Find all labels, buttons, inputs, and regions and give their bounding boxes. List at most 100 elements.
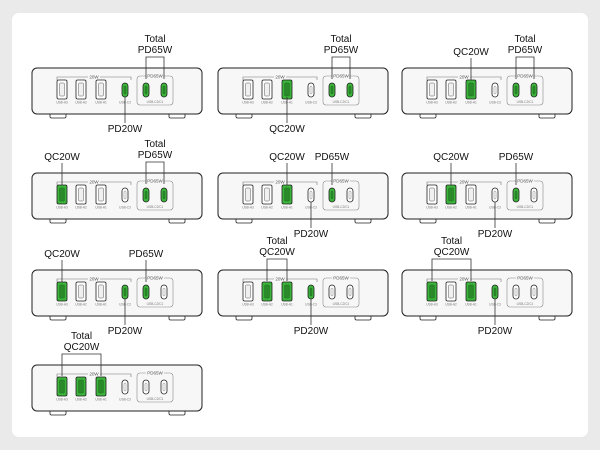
port-label-a1: USB-A1 — [95, 303, 107, 307]
label-pd65: PD65W — [129, 249, 164, 260]
usb-a-slot-a2 — [264, 82, 270, 97]
label-pd20-bottom: PD20W — [108, 326, 143, 337]
port-label-a2: USB-A2 — [261, 303, 273, 307]
label-pd20-bottom: PD20W — [478, 229, 513, 240]
usb-c-slot-c1 — [162, 85, 166, 95]
charger-body — [401, 172, 573, 220]
usb-c-slot-c3 — [309, 287, 313, 297]
label-qc20: QC20W — [44, 249, 80, 260]
group-label-pd65: PD65W — [333, 179, 349, 184]
usb-c-slot-c2 — [330, 190, 334, 200]
port-label-a2: USB-A2 — [445, 101, 457, 105]
port-label-a2: USB-A2 — [75, 101, 87, 105]
port-label-a3: USB-A3 — [56, 303, 68, 307]
usb-a-slot-a3 — [245, 284, 251, 299]
usb-a-slot-a3 — [59, 379, 65, 394]
diagram-card: 20WPD65WUSB-C2/C1USB-A3USB-A2USB-A1USB-C… — [12, 13, 588, 437]
usb-c-slot-c2 — [144, 190, 148, 200]
group-label-pd65: PD65W — [517, 276, 533, 281]
group-label-pd65: PD65W — [333, 74, 349, 79]
charger-config-5: 20WPD65WUSB-C2/C1USB-A3USB-A2USB-A1USB-C… — [217, 152, 389, 240]
port-label-c2c1: USB-C2/C1 — [517, 302, 534, 306]
usb-c-slot-c1 — [348, 85, 352, 95]
charger-body — [31, 67, 203, 115]
port-label-c2c1: USB-C2/C1 — [517, 205, 534, 209]
pd65-box-gap — [332, 73, 350, 79]
usb-c-slot-c1 — [532, 85, 536, 95]
port-label-a3: USB-A3 — [56, 206, 68, 210]
label-pd65: PD65W — [508, 45, 543, 56]
bracket-20w-gap — [88, 371, 100, 377]
label-total: Total — [514, 34, 535, 45]
label-qc20: QC20W — [433, 152, 469, 163]
usb-a-slot-a3 — [429, 284, 435, 299]
usb-a-slot-a1 — [98, 284, 104, 299]
group-label-20w: 20W — [89, 180, 99, 185]
label-pd20-bottom: PD20W — [294, 229, 329, 240]
pd65-box-gap — [516, 275, 534, 281]
usb-c-slot-c1 — [348, 190, 352, 200]
usb-a-slot-a3 — [429, 187, 435, 202]
group-label-20w: 20W — [89, 372, 99, 377]
usb-c-slot-c1 — [532, 287, 536, 297]
port-label-a2: USB-A2 — [75, 303, 87, 307]
usb-a-slot-a1 — [284, 284, 290, 299]
port-label-a3: USB-A3 — [242, 206, 254, 210]
group-label-20w: 20W — [459, 277, 469, 282]
port-label-a3: USB-A3 — [426, 101, 438, 105]
group-label-pd65: PD65W — [147, 179, 163, 184]
bracket-20w-gap — [458, 179, 470, 185]
port-label-a2: USB-A2 — [75, 398, 87, 402]
bracket-20w-gap — [88, 179, 100, 185]
port-label-c2c1: USB-C2/C1 — [333, 302, 350, 306]
port-label-a1: USB-A1 — [95, 206, 107, 210]
port-label-a2: USB-A2 — [445, 303, 457, 307]
usb-a-slot-a3 — [245, 187, 251, 202]
leader-bracket — [515, 56, 535, 79]
charger-port-diagram: 20WPD65WUSB-C2/C1USB-A3USB-A2USB-A1USB-C… — [31, 34, 573, 416]
usb-a-slot-a1 — [468, 82, 474, 97]
usb-a-slot-a1 — [284, 82, 290, 97]
group-label-20w: 20W — [89, 277, 99, 282]
label-total: Total — [71, 331, 92, 342]
usb-c-slot-c3 — [309, 85, 313, 95]
port-label-c2c1: USB-C2/C1 — [147, 100, 164, 104]
charger-config-6: 20WPD65WUSB-C2/C1USB-A3USB-A2USB-A1USB-C… — [401, 152, 573, 240]
pd65-box-gap — [332, 178, 350, 184]
label-total: Total — [144, 34, 165, 45]
usb-a-slot-a3 — [59, 284, 65, 299]
port-label-c2c1: USB-C2/C1 — [147, 302, 164, 306]
group-label-20w: 20W — [275, 277, 285, 282]
charger-body — [401, 67, 573, 115]
leader-bracket — [145, 56, 165, 79]
port-label-a3: USB-A3 — [426, 303, 438, 307]
bracket-20w-gap — [458, 276, 470, 282]
port-label-a3: USB-A3 — [56, 398, 68, 402]
usb-a-slot-a2 — [78, 82, 84, 97]
bracket-20w-gap — [458, 74, 470, 80]
port-label-a1: USB-A1 — [95, 101, 107, 105]
port-label-c2c1: USB-C2/C1 — [333, 205, 350, 209]
port-label-a3: USB-A3 — [426, 206, 438, 210]
charger-config-1: 20WPD65WUSB-C2/C1USB-A3USB-A2USB-A1USB-C… — [31, 34, 203, 135]
usb-c-slot-c3 — [493, 287, 497, 297]
port-label-a1: USB-A1 — [465, 101, 477, 105]
port-label-a1: USB-A1 — [465, 303, 477, 307]
group-label-20w: 20W — [275, 180, 285, 185]
usb-c-slot-c3 — [123, 382, 127, 392]
group-label-pd65: PD65W — [147, 74, 163, 79]
pd65-box-gap — [146, 275, 164, 281]
usb-c-slot-c3 — [493, 85, 497, 95]
charger-config-7: 20WPD65WUSB-C2/C1USB-A3USB-A2USB-A1USB-C… — [31, 249, 203, 337]
bracket-20w-gap — [274, 179, 286, 185]
charger-body — [31, 172, 203, 220]
usb-a-slot-a3 — [59, 82, 65, 97]
charger-body — [217, 67, 389, 115]
bracket-20w-gap — [88, 74, 100, 80]
label-qc20: QC20W — [269, 152, 305, 163]
usb-a-slot-a1 — [98, 379, 104, 394]
label-total: Total — [441, 236, 462, 247]
charger-body — [217, 172, 389, 220]
